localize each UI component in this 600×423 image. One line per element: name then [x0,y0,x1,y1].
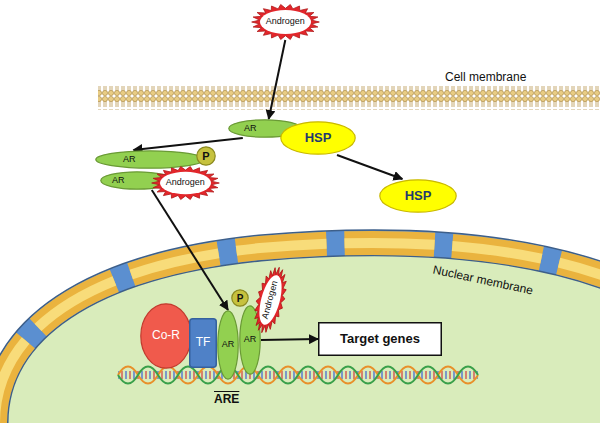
dna-strand [118,367,478,384]
node-text: Androgen [266,17,305,27]
node-text: P [202,150,209,162]
node-text: HSP [405,189,432,203]
node-text: Co-R [152,329,180,342]
node-text: Androgen [260,280,280,320]
androgen-starburst: Androgen [251,4,320,40]
arrow-connector [152,190,228,310]
text-holder: HSP [280,121,356,155]
element-label: ARE [214,392,239,406]
text-holder: AR [95,150,205,169]
node-text: AR [222,340,235,350]
nucleus-interior [0,243,600,423]
text-holder: P [231,289,249,307]
hsp-ellipse: HSP [280,121,356,155]
cell-membrane-bilayer [98,86,600,110]
text-holder: TF [189,318,217,368]
arrow-connector [269,40,286,119]
androgen-starburst: Androgen [151,166,220,200]
arrow-connector [134,138,243,150]
nuclear-envelope-highlight [0,243,600,423]
nuclear-envelope [0,243,600,423]
corepressor-ellipse: Co-R [140,303,192,369]
node-text: AR [112,176,125,186]
node-text: AR [244,124,257,134]
gene-box: Target genes [318,322,442,356]
dna-strand [118,367,478,384]
arrow-connector [261,339,318,340]
text-holder: AR [217,310,239,380]
text-holder: Androgen [151,166,220,200]
node-text: TF [196,336,211,349]
text-holder: Androgen [251,4,320,40]
text-holder: Target genes [318,322,442,356]
membrane-label: Cell membrane [445,70,526,84]
nuclear-envelope-outline [0,243,600,423]
node-text: AR [123,155,136,165]
nuclear-pore [0,243,600,423]
text-holder: P [196,146,216,166]
hsp-ellipse: HSP [379,179,457,213]
receptor-ellipse: AR [95,150,205,169]
node-text: Androgen [166,178,205,188]
node-text: Target genes [340,332,420,346]
arrow-connector [337,155,402,179]
receptor-ellipse: AR [217,310,239,380]
node-text: HSP [305,131,332,145]
tf-box: TF [189,318,217,368]
phosphate-circle: P [196,146,216,166]
text-holder: Co-R [140,303,192,369]
node-text: AR [244,335,257,345]
node-shape [95,150,205,169]
node-text: P [237,293,244,304]
phosphate-circle: P [231,289,249,307]
text-holder: HSP [379,179,457,213]
